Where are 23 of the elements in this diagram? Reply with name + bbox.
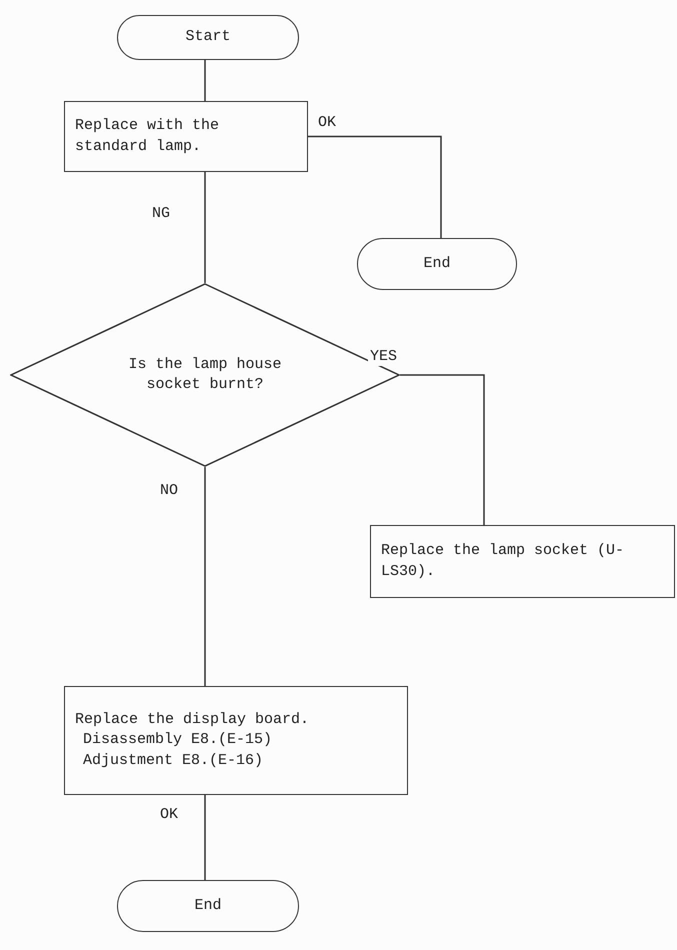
process-box <box>64 101 308 172</box>
step-text: Replace the display board. <box>75 710 310 730</box>
step-text: Replace with the standard lamp. <box>75 116 220 156</box>
terminal-shape <box>117 15 299 60</box>
connector-line <box>308 136 442 238</box>
connector-line <box>204 795 206 880</box>
process-box <box>370 525 675 598</box>
reference-text: Disassembly E8.(E-15) <box>82 730 272 750</box>
decision-diamond <box>10 283 400 467</box>
terminal-shape <box>357 238 517 290</box>
decision-text: Is the lamp house socket burnt? <box>127 354 283 395</box>
connector-line <box>204 60 206 101</box>
connector-line <box>400 374 485 525</box>
connector-line <box>204 172 206 283</box>
process-box <box>64 686 408 795</box>
step-text: End <box>423 254 450 274</box>
connector-line <box>204 467 206 686</box>
step-text: Replace the lamp socket (U-LS30). <box>381 541 626 582</box>
edge-label: YES <box>368 348 400 366</box>
step-text: Start <box>185 27 230 48</box>
step-text: End <box>194 896 222 916</box>
reference-text: Adjustment E8.(E-16) <box>82 750 264 771</box>
terminal-shape <box>117 880 299 932</box>
